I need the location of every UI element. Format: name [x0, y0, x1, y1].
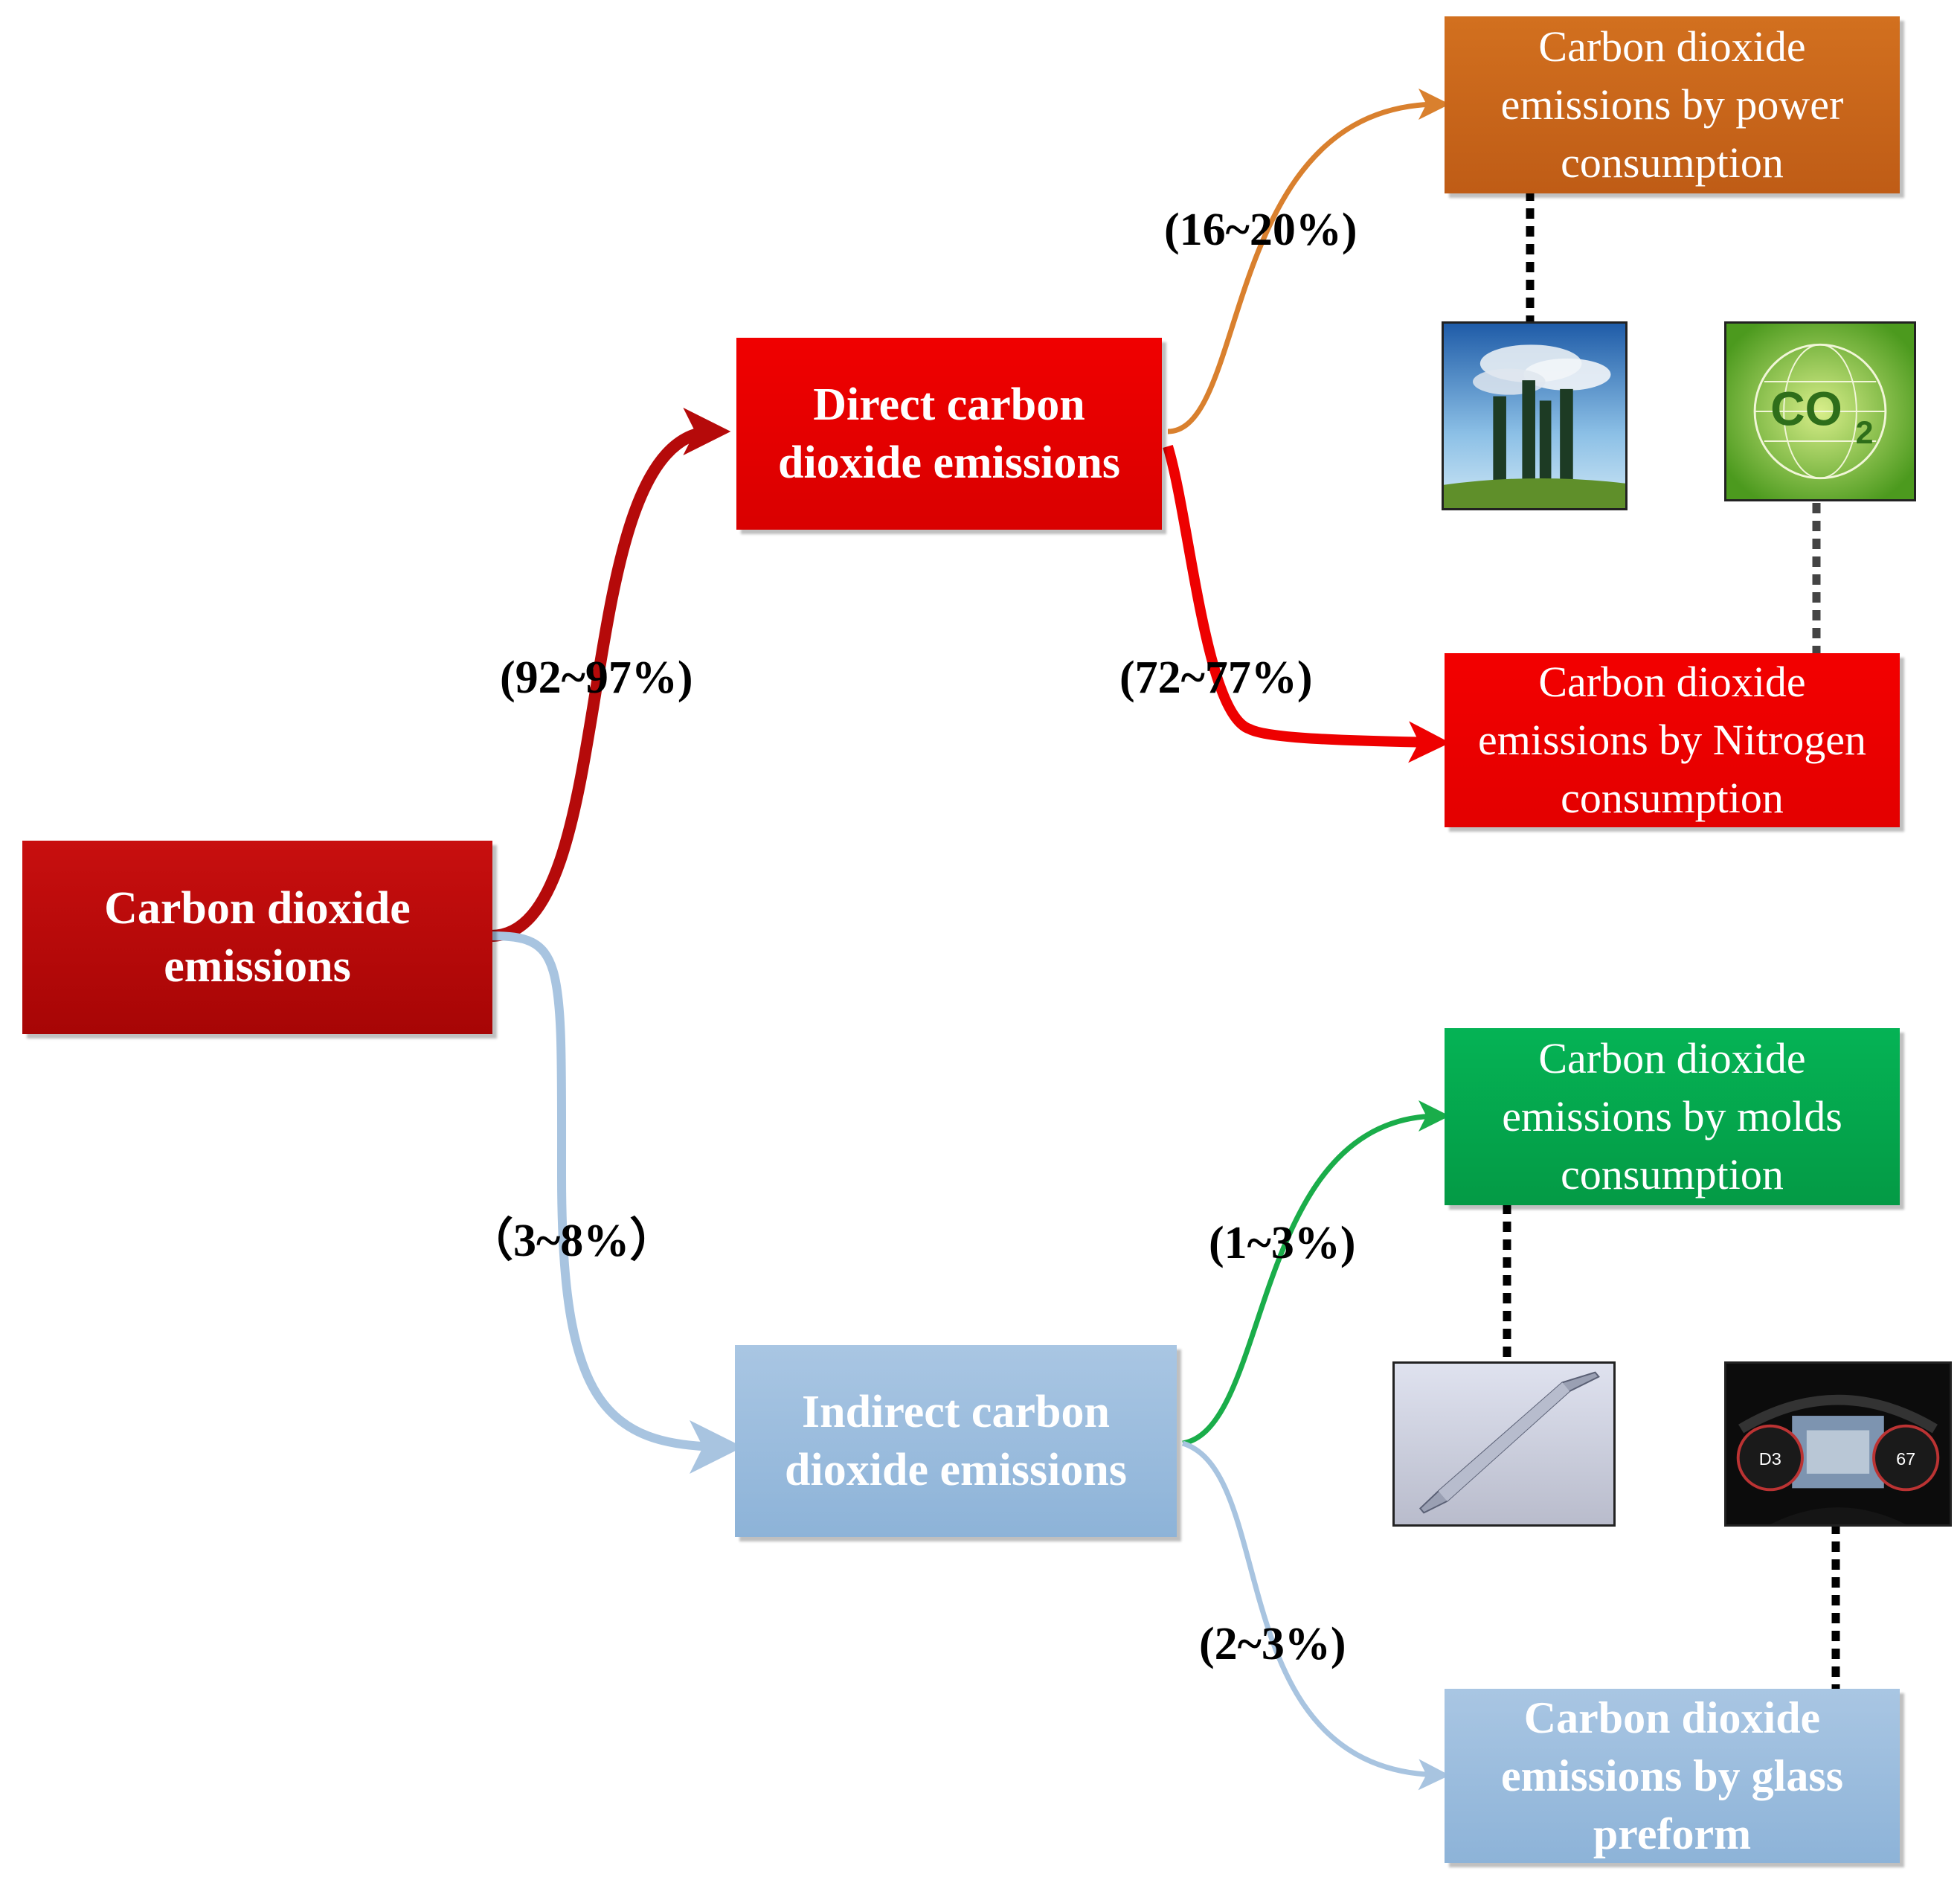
car-dashboard-image: D3 67 — [1724, 1361, 1952, 1527]
node-direct-label: Direct carbon dioxide emissions — [778, 379, 1120, 488]
pct-direct: (92~97%) — [500, 652, 693, 703]
co2-subscript: 2 — [1856, 415, 1874, 451]
connector-direct-nitrogen — [1163, 444, 1450, 763]
node-power-label: Carbon dioxide emissions by power consum… — [1500, 22, 1844, 187]
pct-indirect: （3~8%） — [467, 1216, 676, 1266]
node-glass-label: Carbon dioxide emissions by glass prefor… — [1500, 1693, 1844, 1858]
speed-readout: 67 — [1896, 1449, 1915, 1469]
connector-root-direct — [490, 408, 731, 942]
mold-part-image — [1392, 1361, 1616, 1527]
factory-chimneys-image — [1442, 321, 1628, 510]
pct-nitrogen: (72~77%) — [1119, 652, 1313, 703]
node-nitrogen-consumption: Carbon dioxide emissions by Nitrogen con… — [1445, 653, 1900, 827]
co2-globe-image: CO 2 — [1724, 321, 1916, 501]
node-indirect-label: Indirect carbon dioxide emissions — [785, 1387, 1127, 1495]
node-root-label: Carbon dioxide emissions — [104, 883, 411, 992]
node-root-emissions: Carbon dioxide emissions — [22, 841, 492, 1034]
node-direct-emissions: Direct carbon dioxide emissions — [736, 338, 1162, 530]
pct-molds: (1~3%) — [1209, 1218, 1356, 1268]
node-glass-preform: Carbon dioxide emissions by glass prefor… — [1445, 1689, 1900, 1863]
node-nitrogen-label: Carbon dioxide emissions by Nitrogen con… — [1478, 658, 1866, 822]
connector-root-indirect — [490, 931, 743, 1474]
connector-indirect-glass — [1181, 1440, 1450, 1791]
node-molds-consumption: Carbon dioxide emissions by molds consum… — [1445, 1028, 1900, 1205]
node-indirect-emissions: Indirect carbon dioxide emissions — [735, 1345, 1177, 1537]
gear-readout: D3 — [1759, 1449, 1781, 1469]
pct-glass: (2~3%) — [1199, 1619, 1346, 1669]
connector-direct-power — [1167, 89, 1450, 434]
pct-power: (16~20%) — [1164, 205, 1357, 255]
co2-text: CO — [1770, 382, 1842, 436]
node-molds-label: Carbon dioxide emissions by molds consum… — [1502, 1034, 1842, 1199]
connector-indirect-molds — [1182, 1100, 1450, 1446]
node-power-consumption: Carbon dioxide emissions by power consum… — [1445, 16, 1900, 193]
